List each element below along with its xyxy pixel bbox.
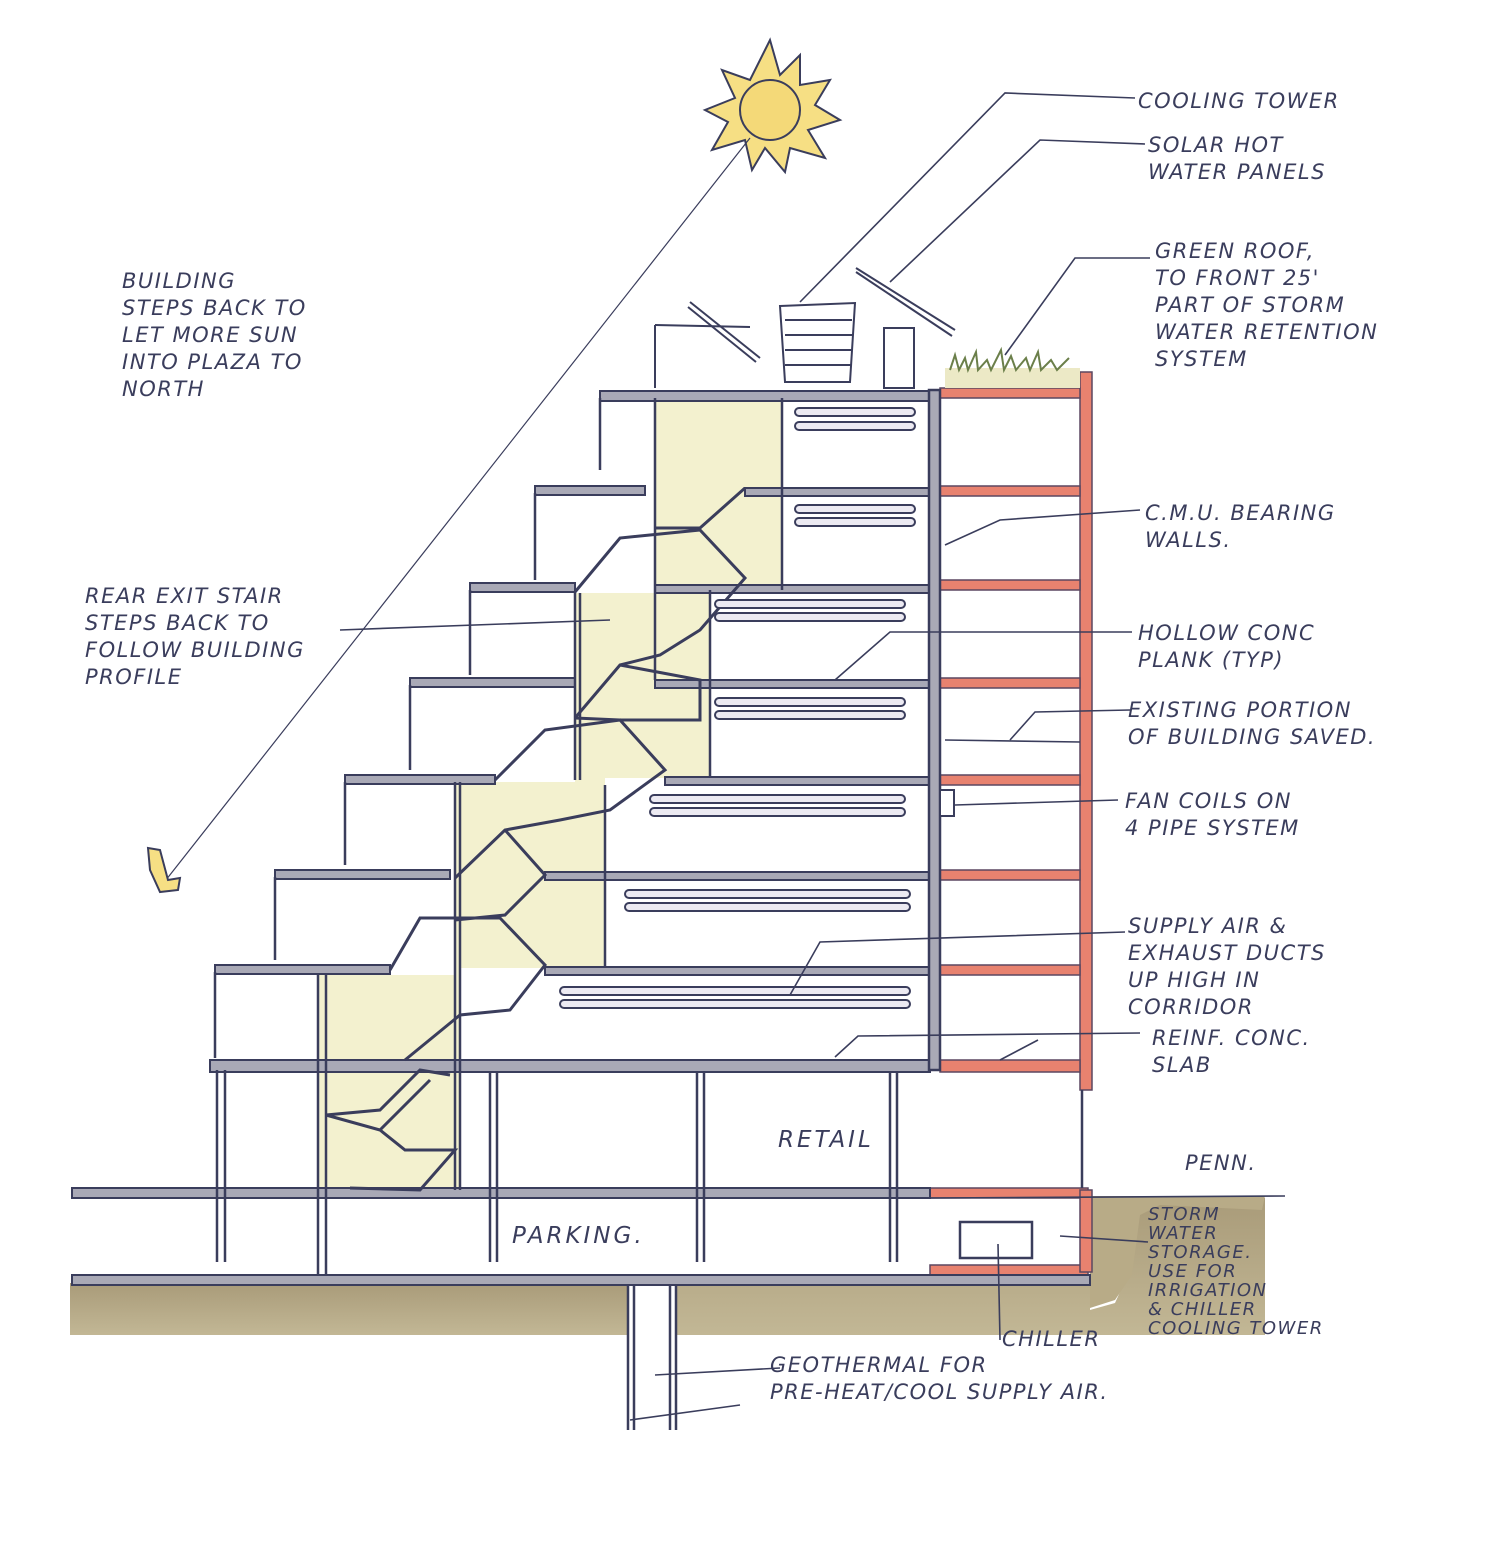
label-fan-coils: FAN COILS ON 4 PIPE SYSTEM: [1125, 789, 1300, 840]
corridor-ducts: [559, 407, 916, 1009]
rooftop-equipment: [654, 267, 956, 389]
label-cooling-tower: COOLING TOWER: [1138, 89, 1340, 113]
label-ducts: SUPPLY AIR & EXHAUST DUCTS UP HIGH IN CO…: [1128, 914, 1326, 1019]
label-building-steps: BUILDING STEPS BACK TO LET MORE SUN INTO…: [122, 269, 307, 401]
label-geothermal: GEOTHERMAL FOR PRE-HEAT/COOL SUPPLY AIR.: [770, 1353, 1109, 1404]
label-chiller: CHILLER: [1002, 1327, 1101, 1351]
label-penn: PENN.: [1185, 1151, 1257, 1175]
stair-shaft: [318, 398, 782, 1190]
label-green-roof: GREEN ROOF, TO FRONT 25' PART OF STORM W…: [1155, 239, 1379, 371]
label-rear-stair: REAR EXIT STAIR STEPS BACK TO FOLLOW BUI…: [85, 584, 305, 689]
label-cmu-walls: C.M.U. BEARING WALLS.: [1145, 501, 1336, 552]
sun-icon: [702, 37, 843, 175]
green-roof: [945, 346, 1080, 388]
leader-lines: [339, 92, 1286, 1421]
fan-coil-unit: [939, 789, 955, 817]
label-existing-portion: EXISTING PORTION OF BUILDING SAVED.: [1128, 698, 1377, 749]
storm-water-tank: [958, 1220, 1034, 1260]
label-retail: RETAIL: [778, 1127, 874, 1153]
walls-columns: [213, 388, 1084, 1430]
label-slab: REINF. CONC. SLAB: [1152, 1026, 1311, 1077]
ground-soil: [70, 1196, 1265, 1335]
label-storm-water: STORM WATER STORAGE. USE FOR IRRIGATION …: [1148, 1204, 1324, 1339]
person-figure: [146, 846, 182, 894]
label-parking: PARKING.: [512, 1223, 645, 1249]
stair-runs: [325, 486, 748, 1192]
existing-building-structure: [929, 371, 1093, 1276]
label-hollow-plank: HOLLOW CONC PLANK (TYP): [1138, 621, 1316, 672]
sun-ray-line: [161, 137, 751, 886]
label-solar-panels: SOLAR HOT WATER PANELS: [1148, 133, 1326, 184]
